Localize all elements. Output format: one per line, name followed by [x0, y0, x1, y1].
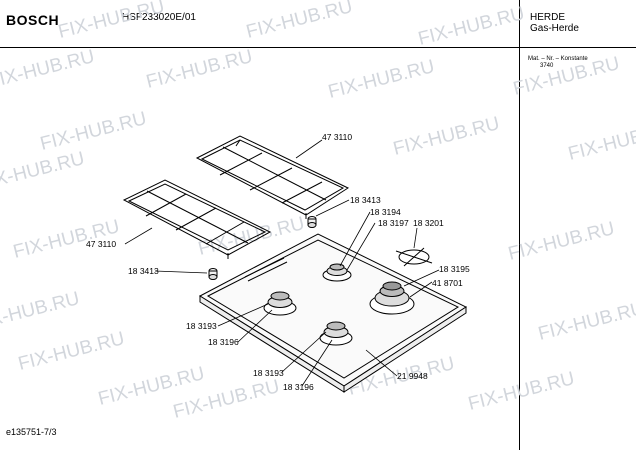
burner-mid-front	[319, 321, 353, 346]
header-divider	[0, 47, 636, 48]
watermark-text: FIX-HUB.RU	[144, 46, 255, 93]
watermark-text: FIX-HUB.RU	[391, 113, 502, 160]
wok-ring	[395, 247, 433, 267]
part-label-burner-mid-front: 18 3193	[253, 368, 284, 378]
pan-support-grate-left	[122, 179, 272, 259]
burner-large	[369, 281, 415, 315]
control-knob-top	[307, 216, 317, 228]
watermark-text: FIX-HUB.RU	[326, 56, 437, 103]
part-label-burner-mid-cap: 18 3196	[283, 382, 314, 392]
watermark-text: FIX-HUB.RU	[0, 46, 97, 93]
model-number: HSF233020E/01	[122, 12, 196, 23]
part-label-knob-top: 18 3413	[350, 195, 381, 205]
part-label-hob-tray: 21 9948	[397, 371, 428, 381]
brand-logo: BOSCH	[6, 12, 60, 28]
material-number-value: 3740	[540, 63, 554, 69]
watermark-text: FIX-HUB.RU	[0, 148, 87, 195]
watermark-text: FIX-HUB.RU	[511, 53, 622, 100]
watermark-text: FIX-HUB.RU	[466, 368, 577, 415]
material-number-label: Mat. – Nr. – Konstante	[528, 56, 588, 62]
category-title: HERDE	[530, 12, 566, 23]
part-number-labels: 47 3110 47 3110 18 3413 18 3413 18 3194 …	[86, 132, 470, 392]
burner-back-small	[322, 263, 352, 282]
watermark-text: FIX-HUB.RU	[506, 218, 617, 265]
watermark-text: FIX-HUB.RU	[566, 118, 636, 165]
part-label-burner-left-front: 18 3193	[186, 321, 217, 331]
watermark-text: FIX-HUB.RU	[244, 0, 355, 43]
part-label-wok-ring: 18 3201	[413, 218, 444, 228]
watermark-text: FIX-HUB.RU	[56, 0, 167, 43]
control-knob-left	[208, 268, 218, 280]
pan-support-grate-right	[195, 135, 350, 219]
hob-tray	[198, 233, 468, 393]
part-label-burner-cap-back: 18 3197	[378, 218, 409, 228]
burner-left-front	[263, 291, 297, 316]
subcategory-title: Gas-Herde	[530, 23, 579, 34]
part-label-knob-left: 18 3413	[128, 266, 159, 276]
watermark-text: FIX-HUB.RU	[38, 108, 149, 155]
part-label-burner-large: 18 3195	[439, 264, 470, 274]
part-label-grate-left: 47 3110	[86, 239, 116, 249]
watermark-text: FIX-HUB.RU	[16, 328, 127, 375]
watermark-text: FIX-HUB.RU	[536, 298, 636, 345]
side-panel-divider	[519, 0, 520, 450]
watermark-text: FIX-HUB.RU	[416, 3, 527, 50]
watermark-text: FIX-HUB.RU	[0, 288, 82, 335]
part-label-burner-left-cap: 18 3196	[208, 337, 239, 347]
document-id: e135751-7/3	[6, 427, 57, 437]
part-label-ring-large: 41 8701	[432, 278, 463, 288]
part-label-burner-small-back: 18 3194	[370, 207, 401, 217]
part-label-grate-right: 47 3110	[322, 132, 352, 142]
leader-lines	[124, 139, 440, 387]
